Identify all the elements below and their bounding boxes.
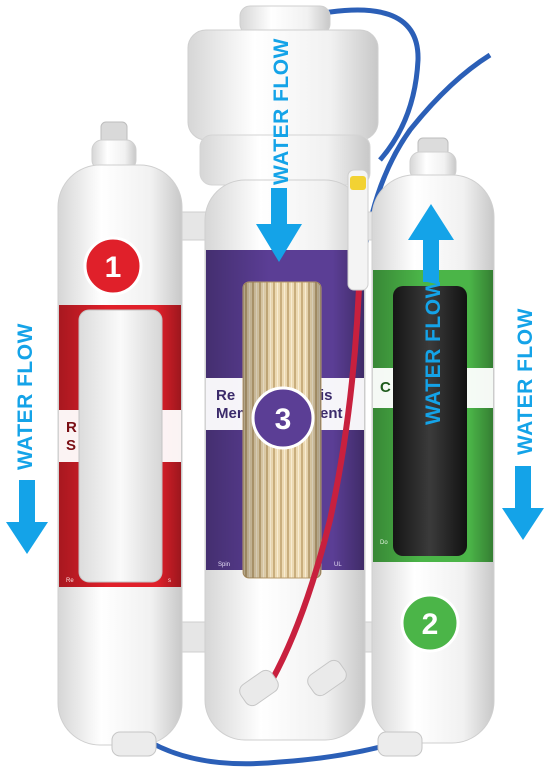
flow-label-left: WATER FLOW [14, 323, 37, 470]
bottom-tube [148, 739, 393, 767]
stage1-sticker-line2: S [66, 437, 76, 454]
stage1-footer-right: s [168, 578, 171, 584]
badge-stage-2-number: 2 [422, 608, 439, 641]
flow-restrictor [347, 169, 369, 291]
stage3-footer: Spin [218, 562, 230, 568]
bottom-fitting-right [377, 731, 423, 757]
flow-arrow-right: WATER FLOW [502, 308, 544, 540]
sediment-core [78, 309, 163, 583]
flow-arrow-center: WATER FLOW [256, 38, 302, 262]
elbow-left [239, 669, 279, 707]
stage3-sticker-line2-right: ent [320, 405, 343, 422]
elbow-right [307, 659, 347, 697]
badge-stage-3: 3 [251, 386, 315, 450]
flow-label-right: WATER FLOW [514, 308, 537, 455]
stage1-sticker-line1: R [66, 419, 77, 436]
carbon-core [393, 286, 467, 556]
bottom-fitting-left [111, 731, 157, 757]
badge-stage-2: 2 [400, 593, 460, 653]
flow-label-carbon: WATER FLOW [422, 278, 445, 425]
stage2-footer: Do [380, 540, 388, 546]
stage3-footer-right: UL [334, 562, 342, 568]
stage3-sticker-line1-right: is [320, 387, 333, 404]
badge-stage-3-number: 3 [275, 403, 292, 436]
stage1-footer: Re [66, 578, 74, 584]
flow-arrow-left: WATER FLOW [6, 323, 48, 554]
badge-stage-1-number: 1 [105, 251, 122, 284]
red-tube [269, 259, 363, 682]
flow-label-center: WATER FLOW [270, 38, 293, 185]
flow-arrow-carbon: WATER FLOW [408, 204, 454, 425]
top-blue-tube [297, 7, 421, 162]
stage3-sticker-line2: Mem [216, 405, 250, 422]
badge-stage-1: 1 [83, 236, 143, 296]
stage3-sticker-line1: Re [216, 387, 235, 404]
stage2-sticker-line1: C [380, 379, 391, 396]
